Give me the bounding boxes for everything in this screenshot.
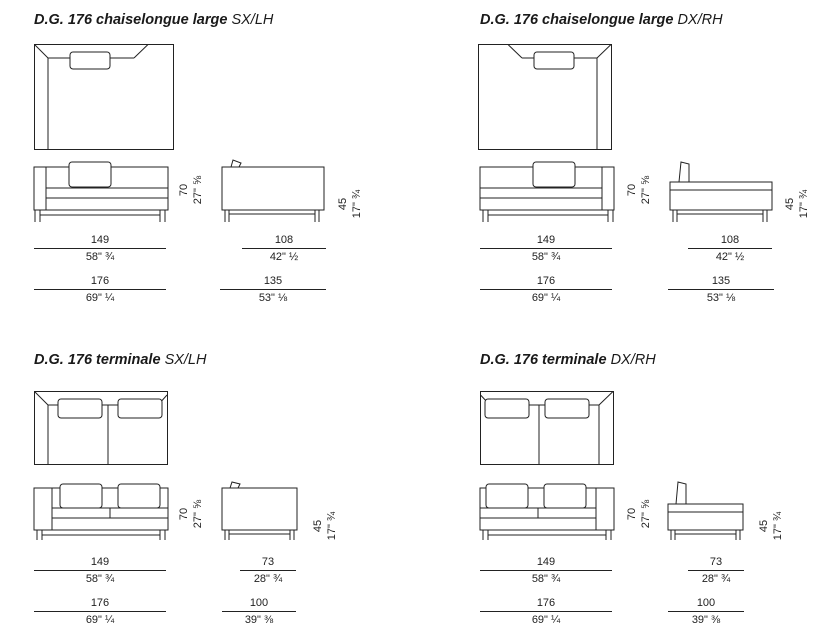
side-depth-cm-label: 108 — [274, 234, 294, 246]
total-width-in-label: 69" ¼ — [85, 292, 115, 304]
total-width-in-label: 69" ¼ — [85, 614, 115, 626]
total-depth-cm-label: 100 — [249, 597, 269, 609]
front-width-cm-label: 149 — [536, 556, 556, 568]
total-width-cm-label: 176 — [90, 275, 110, 287]
total-depth-in-label: 53" ⅛ — [706, 292, 736, 304]
side-view — [221, 159, 325, 222]
height-in-label: 27" ⅝ — [192, 499, 204, 529]
total-width-cm-label: 176 — [536, 275, 556, 287]
seat-in-label: 17" ¾ — [351, 189, 363, 219]
total-depth-dimension-line — [220, 289, 326, 290]
total-depth-cm-label: 100 — [696, 597, 716, 609]
seat-cm-label: 45 — [337, 197, 349, 211]
side-depth-dimension-line — [688, 570, 744, 571]
total-width-dimension-line — [480, 611, 612, 612]
block-title: D.G. 176 chaiselongue large SX/LH — [34, 12, 273, 28]
title-suffix: DX/RH — [677, 12, 723, 28]
total-width-in-label: 69" ¼ — [531, 292, 561, 304]
total-depth-dimension-line — [668, 289, 774, 290]
front-width-in-label: 58" ¾ — [531, 251, 561, 263]
plan-view — [480, 391, 614, 465]
front-width-dimension-line — [34, 570, 166, 571]
side-depth-in-label: 42" ½ — [715, 251, 745, 263]
seat-cm-label: 45 — [312, 519, 324, 533]
seat-in-label: 17" ¾ — [798, 189, 810, 219]
front-width-dimension-line — [480, 248, 612, 249]
side-depth-cm-label: 73 — [709, 556, 723, 568]
front-width-cm-label: 149 — [90, 556, 110, 568]
title-suffix: SX/LH — [164, 352, 207, 368]
front-view — [479, 483, 615, 540]
title-main: D.G. 176 terminale — [34, 352, 161, 368]
total-width-cm-label: 176 — [536, 597, 556, 609]
title-main: D.G. 176 terminale — [480, 352, 607, 368]
block-title: D.G. 176 terminale SX/LH — [34, 352, 206, 368]
total-width-dimension-line — [480, 289, 612, 290]
side-depth-cm-label: 73 — [261, 556, 275, 568]
front-width-in-label: 58" ¾ — [531, 573, 561, 585]
side-view — [221, 481, 298, 540]
seat-in-label: 17" ¾ — [772, 511, 784, 541]
total-depth-cm-label: 135 — [711, 275, 731, 287]
height-cm-label: 70 — [178, 507, 190, 521]
front-view — [33, 483, 169, 540]
side-depth-in-label: 28" ¾ — [253, 573, 283, 585]
total-width-in-label: 69" ¼ — [531, 614, 561, 626]
front-width-dimension-line — [34, 248, 166, 249]
front-width-cm-label: 149 — [90, 234, 110, 246]
side-depth-cm-label: 108 — [720, 234, 740, 246]
seat-in-label: 17" ¾ — [326, 511, 338, 541]
front-width-in-label: 58" ¾ — [85, 251, 115, 263]
front-view — [479, 161, 615, 222]
block-title: D.G. 176 chaiselongue large DX/RH — [480, 12, 723, 28]
plan-view — [34, 391, 168, 465]
height-in-label: 27" ⅝ — [192, 175, 204, 205]
side-depth-in-label: 28" ¾ — [701, 573, 731, 585]
title-main: D.G. 176 chaiselongue large — [480, 12, 674, 28]
front-width-cm-label: 149 — [536, 234, 556, 246]
seat-cm-label: 45 — [758, 519, 770, 533]
total-width-dimension-line — [34, 289, 166, 290]
title-suffix: DX/RH — [610, 352, 656, 368]
total-width-dimension-line — [34, 611, 166, 612]
block-title: D.G. 176 terminale DX/RH — [480, 352, 656, 368]
side-depth-in-label: 42" ½ — [269, 251, 299, 263]
total-depth-in-label: 39" ⅜ — [244, 614, 274, 626]
front-width-in-label: 58" ¾ — [85, 573, 115, 585]
height-in-label: 27" ⅝ — [640, 499, 652, 529]
height-cm-label: 70 — [626, 507, 638, 521]
plan-view — [478, 44, 612, 150]
title-main: D.G. 176 chaiselongue large — [34, 12, 228, 28]
seat-cm-label: 45 — [784, 197, 796, 211]
side-depth-dimension-line — [688, 248, 772, 249]
side-view — [669, 161, 773, 222]
total-depth-in-label: 39" ⅜ — [691, 614, 721, 626]
total-depth-dimension-line — [668, 611, 744, 612]
side-view — [667, 481, 744, 540]
plan-view — [34, 44, 174, 150]
side-depth-dimension-line — [240, 570, 296, 571]
total-depth-in-label: 53" ⅛ — [258, 292, 288, 304]
height-cm-label: 70 — [626, 183, 638, 197]
side-depth-dimension-line — [242, 248, 326, 249]
total-depth-dimension-line — [222, 611, 296, 612]
height-in-label: 27" ⅝ — [640, 175, 652, 205]
height-cm-label: 70 — [178, 183, 190, 197]
title-suffix: SX/LH — [231, 12, 274, 28]
total-width-cm-label: 176 — [90, 597, 110, 609]
front-width-dimension-line — [480, 570, 612, 571]
front-view — [33, 161, 169, 222]
total-depth-cm-label: 135 — [263, 275, 283, 287]
